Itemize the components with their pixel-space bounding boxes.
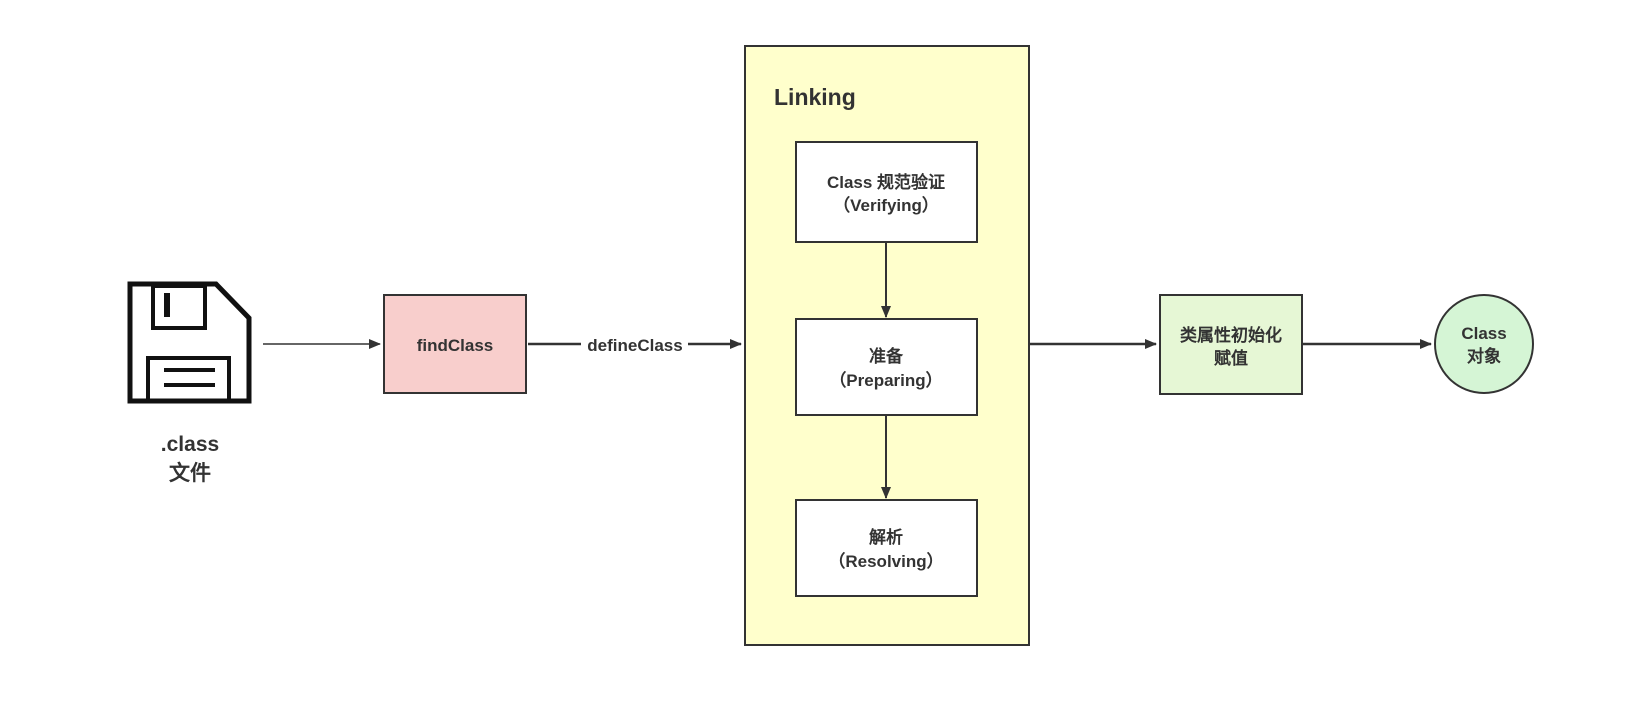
resolving-label-line1: 解析 — [869, 527, 903, 547]
linking-group: Linking Class 规范验证 （Verifying） 准备 （Prepa… — [744, 45, 1030, 646]
preparing-step: 准备 （Preparing） — [795, 318, 978, 416]
class-file-label-line2: 文件 — [169, 461, 211, 485]
verifying-label-line1: Class 规范验证 — [827, 172, 945, 192]
find-class-node: findClass — [383, 294, 527, 394]
verifying-step: Class 规范验证 （Verifying） — [795, 141, 978, 243]
define-class-label: defineClass — [587, 336, 682, 355]
class-file-label-line1: .class — [161, 433, 219, 456]
initialize-box — [1159, 294, 1303, 395]
resolving-step: 解析 （Resolving） — [795, 499, 978, 597]
verifying-label-line2: （Verifying） — [833, 195, 939, 215]
find-class-box — [383, 294, 527, 394]
floppy-disk-icon — [127, 281, 252, 404]
class-file-node: .class 文件 — [127, 281, 252, 485]
class-object-circle — [1434, 294, 1534, 394]
class-object-node: Class 对象 — [1434, 294, 1534, 394]
initialize-node: 类属性初始化 赋值 — [1159, 294, 1303, 395]
resolving-label-line2: （Resolving） — [828, 551, 943, 571]
initialize-label-line2: 赋值 — [1214, 348, 1248, 368]
linking-title: Linking — [774, 84, 856, 110]
edge-define-class: defineClass — [528, 336, 742, 355]
preparing-label-line2: （Preparing） — [829, 370, 942, 390]
find-class-label: findClass — [417, 336, 494, 355]
preparing-label-line1: 准备 — [869, 346, 904, 366]
class-object-label-line2: 对象 — [1467, 346, 1501, 366]
class-object-label-line1: Class — [1461, 324, 1506, 343]
initialize-label-line1: 类属性初始化 — [1180, 325, 1282, 345]
